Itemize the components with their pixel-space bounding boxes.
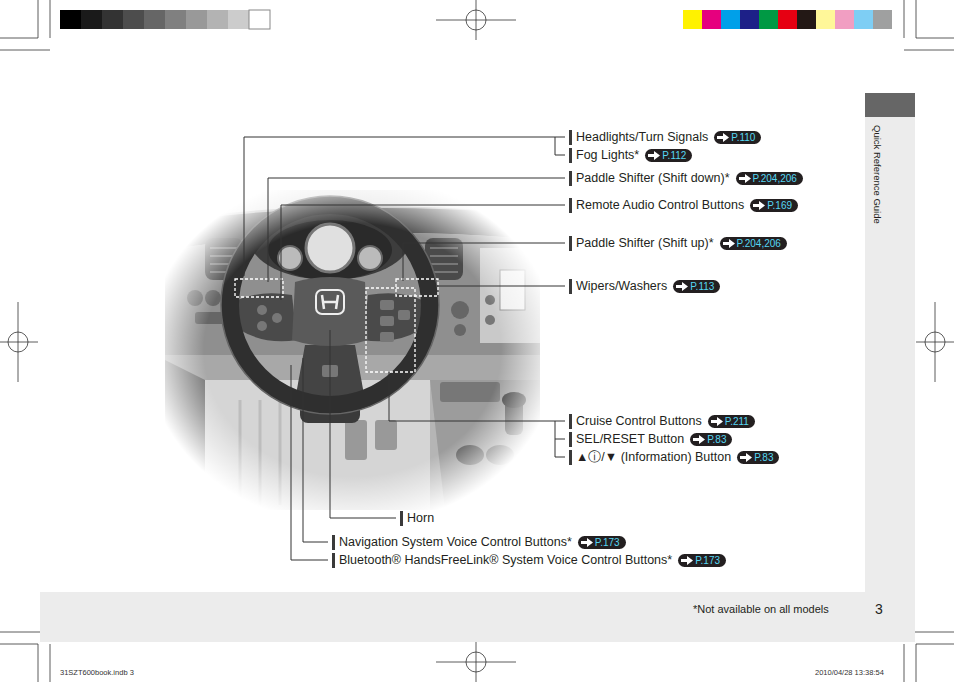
callout-areas — [235, 279, 438, 372]
section-tab — [865, 93, 915, 117]
page-ref-badge: P.110 — [714, 131, 761, 144]
vignette — [165, 190, 540, 510]
page-ref-badge: P.83 — [690, 433, 732, 446]
page-ref-arrow — [681, 556, 693, 565]
page-ref-badge: P.204,206 — [736, 172, 803, 185]
callout-label: SEL/RESET Button — [569, 432, 684, 447]
callout-label: ▲ⓘ/▼ (Information) Button — [569, 450, 731, 465]
page-ref-badge: P.112 — [645, 149, 692, 162]
page-ref: P.113 — [690, 280, 714, 293]
page-ref: P.83 — [707, 433, 726, 446]
page-ref: P.110 — [731, 131, 755, 144]
page-ref: P.83 — [754, 451, 773, 464]
page-ref-arrow — [581, 538, 593, 547]
page-ref: P.204,206 — [753, 172, 797, 185]
page-ref-arrow — [740, 453, 752, 462]
footnote: *Not available on all models — [693, 603, 829, 616]
callout-label: Paddle Shifter (Shift down)* — [569, 171, 730, 186]
page-ref-arrow — [739, 174, 751, 183]
print-slug: 31SZT600book.indb 3 — [60, 668, 134, 677]
callout-label: Fog Lights* — [569, 148, 639, 163]
footer-band: *Not available on all models 3 — [40, 592, 915, 642]
page-ref: P.169 — [767, 199, 792, 212]
page-number: 3 — [875, 601, 883, 617]
page-ref: P.112 — [662, 149, 686, 162]
print-slug: 2010/04/28 13:38:54 — [815, 668, 884, 677]
page-ref-badge: P.83 — [737, 451, 779, 464]
page-ref-badge: P.169 — [750, 199, 798, 212]
page-ref-arrow — [753, 201, 765, 210]
callout-label: Navigation System Voice Control Buttons* — [332, 535, 572, 550]
page-ref-arrow — [711, 417, 723, 426]
page-ref-arrow — [693, 435, 705, 444]
callout-label: Wipers/Washers — [569, 279, 667, 294]
page-ref-arrow — [723, 239, 735, 248]
side-tab-band: Quick Reference Guide — [865, 117, 915, 592]
page-ref: P.173 — [595, 536, 620, 549]
page-ref: P.173 — [695, 554, 720, 567]
callout-label: Paddle Shifter (Shift up)* — [569, 236, 714, 251]
callout-label: Headlights/Turn Signals — [569, 130, 708, 145]
leader-line — [244, 137, 565, 560]
page-ref: P.211 — [725, 415, 749, 428]
callout-label: Remote Audio Control Buttons — [569, 198, 744, 213]
page-ref-arrow — [648, 151, 660, 160]
callout-label: Horn — [400, 511, 434, 526]
cabin — [165, 190, 540, 510]
page-ref-badge: P.211 — [708, 415, 755, 428]
grey-colour-bar — [60, 10, 270, 29]
callout-label: Bluetooth® HandsFreeLink® System Voice C… — [332, 553, 672, 568]
page-ref-arrow — [676, 282, 688, 291]
callout-label: Cruise Control Buttons — [569, 414, 702, 429]
page-ref-badge: P.113 — [673, 280, 720, 293]
page-ref-badge: P.204,206 — [720, 237, 787, 250]
page-ref-arrow — [717, 133, 729, 142]
page-ref-badge: P.173 — [578, 536, 626, 549]
tab-title: Quick Reference Guide — [872, 125, 882, 224]
page-ref-badge: P.173 — [678, 554, 726, 567]
page-ref: P.204,206 — [737, 237, 781, 250]
process-colour-bar — [683, 10, 892, 29]
